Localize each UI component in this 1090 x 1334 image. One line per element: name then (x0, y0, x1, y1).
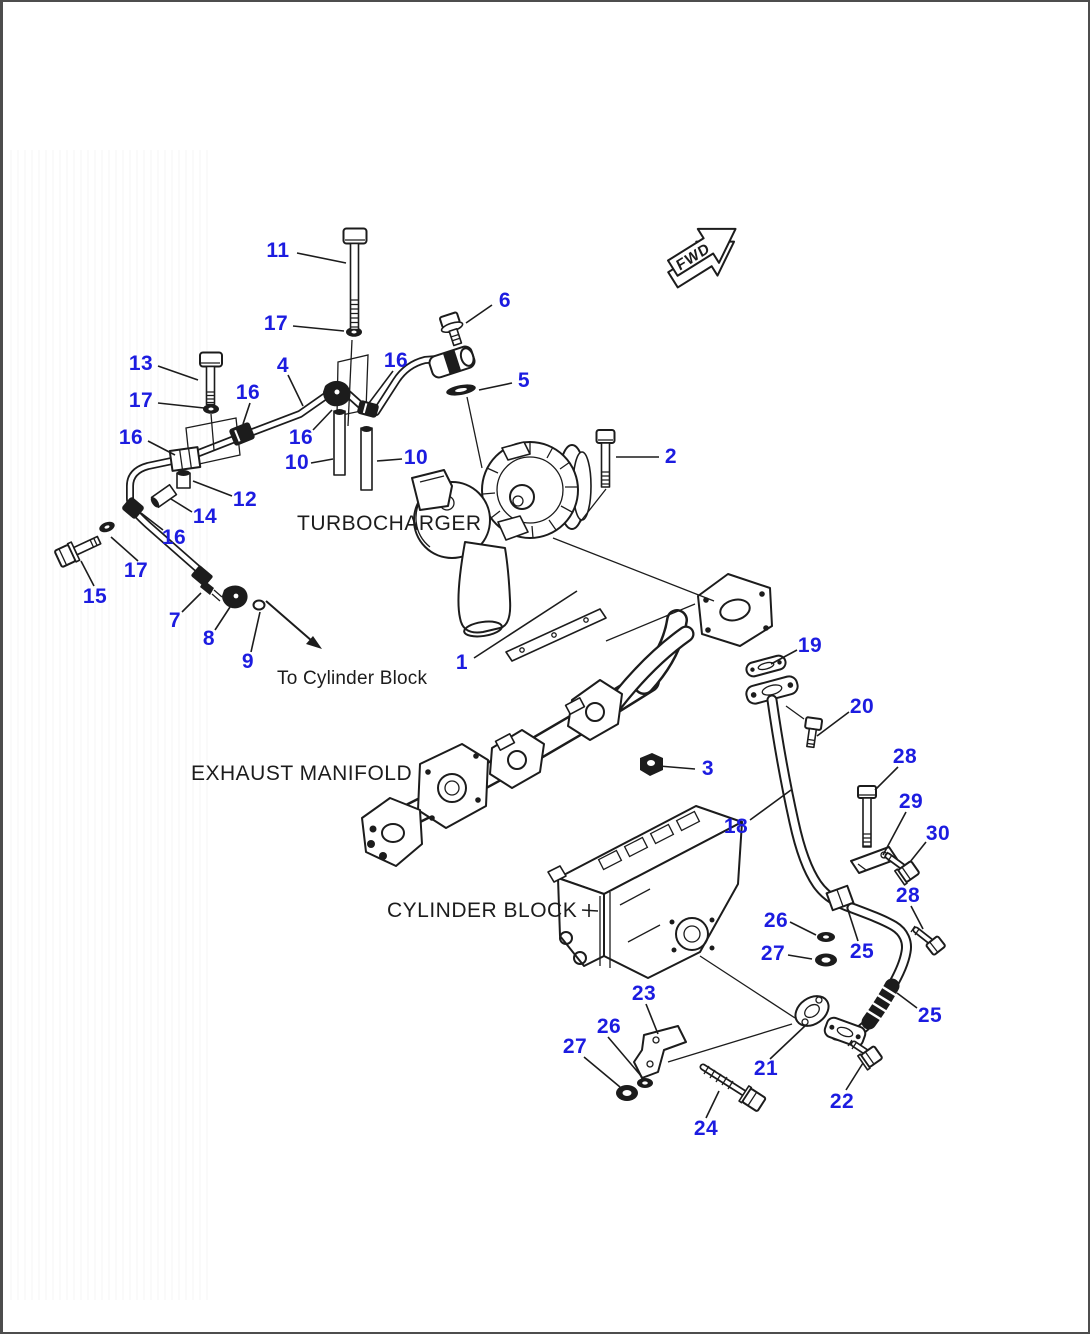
callout-28-b: 28 (895, 884, 921, 907)
fwd-arrow: FWD (667, 227, 737, 289)
callout-17-c: 17 (123, 559, 149, 582)
bolt-6 (439, 311, 464, 347)
callout-6: 6 (498, 289, 512, 312)
gasket-1 (505, 608, 607, 662)
callout-4: 4 (276, 354, 290, 377)
pipe-fitting-16b (229, 422, 255, 446)
fitting-7-8-9 (191, 565, 266, 611)
pin-10-b (360, 426, 373, 491)
callout-3: 3 (701, 757, 715, 780)
oil-supply-pipe (54, 227, 476, 611)
callout-29: 29 (898, 790, 924, 813)
spacer-12 (176, 470, 191, 489)
callout-10-b: 10 (403, 446, 429, 469)
callout-18: 18 (723, 815, 749, 838)
label-turbocharger: TURBOCHARGER (297, 512, 482, 535)
callout-24: 24 (693, 1117, 719, 1140)
callout-30: 30 (925, 822, 951, 845)
bolt-13 (199, 351, 223, 406)
gasket-21 (794, 995, 830, 1027)
callout-5: 5 (517, 369, 531, 392)
label-cylinder-block: CYLINDER BLOCK (387, 899, 578, 922)
callout-16-a: 16 (383, 349, 409, 372)
bolt-30 (883, 851, 920, 886)
pin-10-a (333, 409, 346, 476)
callout-16-b: 16 (235, 381, 261, 404)
nut-3 (640, 753, 663, 776)
callout-25-b: 25 (917, 1004, 943, 1027)
callout-19: 19 (797, 634, 823, 657)
callout-9: 9 (241, 650, 255, 673)
bracket-23 (633, 1025, 687, 1079)
callout-10-a: 10 (284, 451, 310, 474)
scan-artifact (10, 150, 210, 1300)
turbocharger-drawing (411, 429, 616, 638)
pipe-union-16a (168, 446, 202, 472)
washer-17-b (203, 404, 219, 414)
callout-27-b: 27 (562, 1035, 588, 1058)
bolt-2 (595, 429, 616, 488)
callout-27-a: 27 (760, 942, 786, 965)
callout-16-d: 16 (288, 426, 314, 449)
nut-27-b (616, 1085, 638, 1101)
cylinder-block-drawing (547, 805, 767, 1112)
direction-arrow (265, 600, 322, 649)
exhaust-manifold-drawing (361, 573, 773, 867)
callout-20: 20 (849, 695, 875, 718)
washer-17-c (99, 521, 115, 533)
bolt-22 (847, 1039, 883, 1071)
callout-12: 12 (232, 488, 258, 511)
washer-5 (446, 384, 476, 396)
label-exhaust-manifold: EXHAUST MANIFOLD (191, 762, 413, 785)
callout-16-c: 16 (118, 426, 144, 449)
bolt-24 (699, 1063, 767, 1112)
oil-drain-line (745, 654, 946, 1071)
washer-26-b (637, 1078, 653, 1088)
callout-8: 8 (202, 627, 216, 650)
callout-22: 22 (829, 1090, 855, 1113)
callout-23: 23 (631, 982, 657, 1005)
label-to-cylinder-block: To Cylinder Block (277, 668, 428, 689)
callout-28-a: 28 (892, 745, 918, 768)
bolt-28-b (910, 925, 946, 956)
bolt-15 (54, 535, 102, 568)
callout-15: 15 (82, 585, 108, 608)
callout-17-b: 17 (128, 389, 154, 412)
callout-11: 11 (266, 239, 290, 262)
callout-16-e: 16 (161, 526, 187, 549)
callout-14: 14 (192, 505, 218, 528)
pipe-fitting-16e (122, 497, 144, 519)
bolt-28-a (857, 785, 877, 848)
callout-7: 7 (168, 609, 182, 632)
pipe-fitting-16d (357, 400, 379, 418)
callout-13: 13 (128, 352, 154, 375)
callout-26-b: 26 (596, 1015, 622, 1038)
callout-21: 21 (753, 1057, 779, 1080)
callout-17-a: 17 (263, 312, 289, 335)
callout-2: 2 (664, 445, 678, 468)
pipe-elbow-16c (323, 380, 351, 407)
pipe-end-elbow (428, 345, 476, 379)
tube-25-flange (823, 1016, 867, 1048)
bolt-20 (804, 716, 824, 749)
leader-lines (80, 252, 927, 1119)
gasket-19 (745, 654, 787, 678)
callout-25-a: 25 (849, 940, 875, 963)
callout-1: 1 (455, 651, 469, 674)
bolt-11 (342, 227, 368, 331)
callout-26-a: 26 (763, 909, 789, 932)
nut-27-a (815, 953, 837, 967)
sleeve-14 (150, 483, 178, 509)
tube-sleeve (825, 884, 855, 912)
washer-26-a (817, 932, 835, 942)
